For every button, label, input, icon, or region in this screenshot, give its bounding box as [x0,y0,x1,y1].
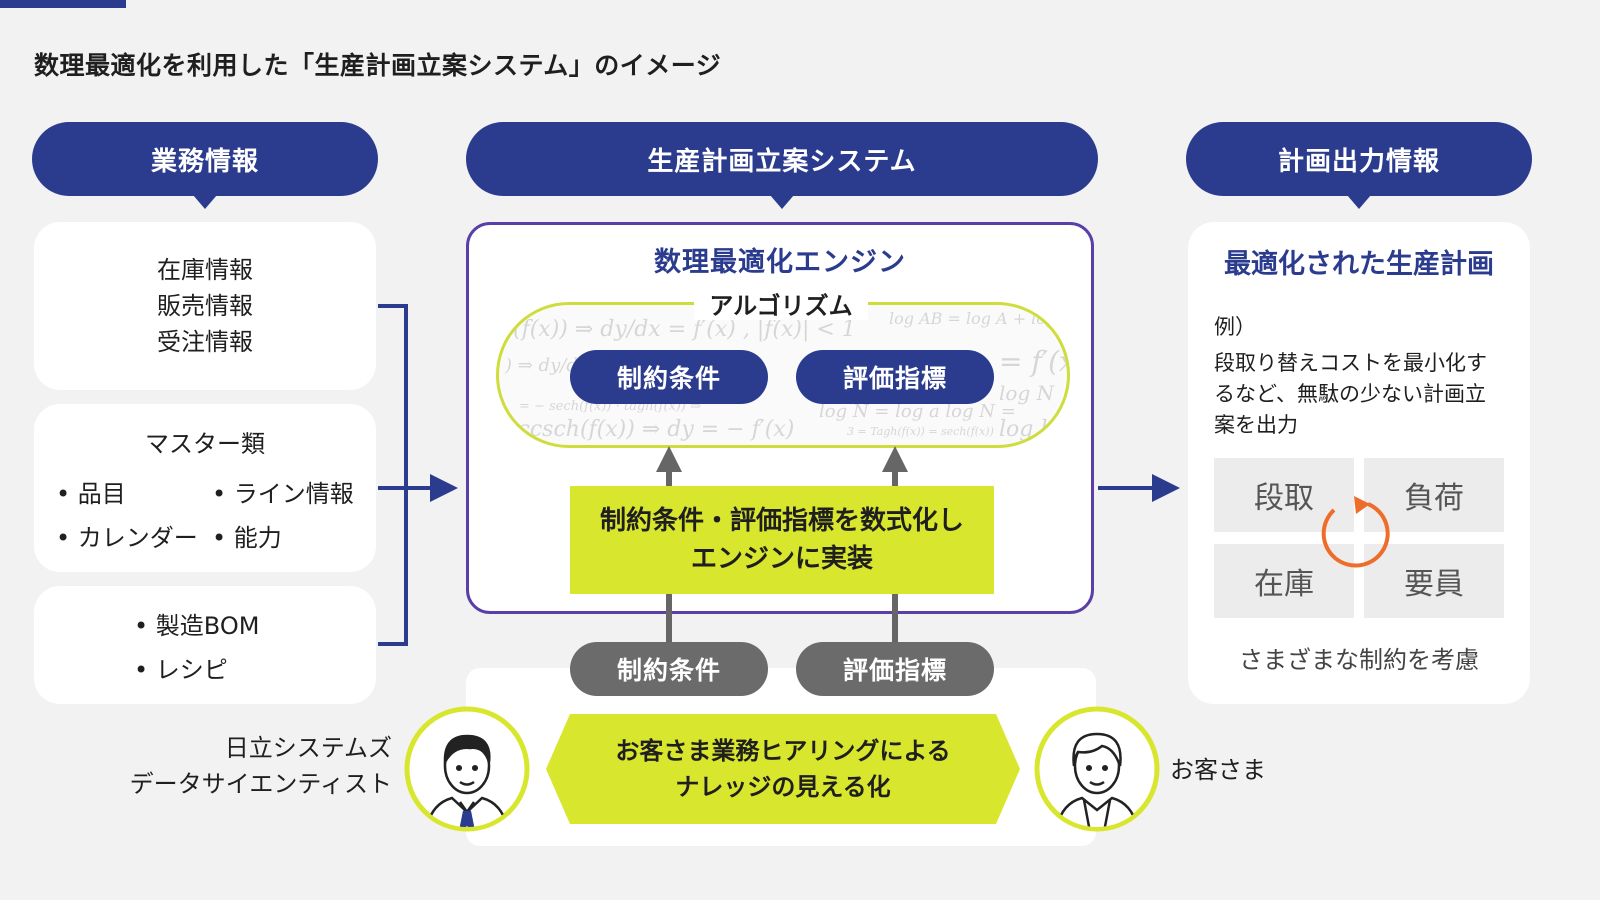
grid-staff: 要員 [1364,544,1504,618]
customer-avatar-icon [1034,706,1160,832]
system-header-label: 生産計画立案システム [647,146,917,177]
bom-item: 製造BOM [134,606,260,641]
page-title: 数理最適化を利用した「生産計画立案システム」のイメージ [34,51,722,80]
master-item-capacity: 能力 [212,518,282,553]
left-arrow-head-icon [430,474,458,502]
recipe-item: レシピ [134,650,228,685]
algorithm-label: アルゴリズム [694,286,868,320]
evaluation-pill: 評価指標 [796,350,994,404]
constraint-up-arrow-icon [656,446,682,472]
right-arrow-shaft [1098,486,1156,490]
scientist-label: 日立システムズ データサイエンティスト [129,734,392,798]
master-item-calendar: カレンダー [56,518,198,553]
left-arrow-shaft [378,486,434,490]
constraint-pill: 制約条件 [570,350,768,404]
output-description: 段取り替えコストを最小化す るなど、無駄の少ない計画立 案を出力 [1214,351,1487,437]
bottom-constraint-pill: 制約条件 [570,642,768,696]
top-accent-bar [0,0,126,8]
implementation-box: 制約条件・評価指標を数式化し エンジンに実装 [570,486,994,594]
master-card: マスター類 品目 ライン情報 カレンダー 能力 [34,404,376,572]
bottom-evaluation-pill: 評価指標 [796,642,994,696]
hearing-hexagon [546,714,1020,824]
bracket-vertical [404,304,408,646]
inventory-sales-card: 在庫情報 販売情報 受注情報 [34,222,376,390]
hearing-text: お客さま業務ヒアリングによる ナレッジの見える化 [615,737,951,801]
grid-setup: 段取 [1214,458,1354,532]
customer-label: お客さま [1170,756,1266,784]
grid-load: 負荷 [1364,458,1504,532]
evaluation-up-arrow-icon [882,446,908,472]
example-label: 例） [1214,315,1256,339]
master-title: マスター類 [145,430,265,458]
cycle-arrow-icon [1321,496,1390,568]
business-info-header: 業務情報 [32,122,378,209]
constraints-caption: さまざまな制約を考慮 [1239,646,1479,674]
engine-title: 数理最適化エンジン [654,247,906,278]
bom-card: 製造BOM レシピ [34,586,376,704]
implementation-line-2: エンジンに実装 [690,544,873,574]
output-header: 計画出力情報 [1186,122,1532,209]
bracket-bottom [378,642,408,646]
business-info-header-label: 業務情報 [150,146,259,177]
output-header-label: 計画出力情報 [1277,146,1440,177]
master-item-line-info: ライン情報 [212,474,354,509]
order-info: 受注情報 [157,328,253,356]
scientist-avatar-icon [404,706,530,832]
output-title: 最適化された生産計画 [1224,249,1494,280]
implementation-line-1: 制約条件・評価指標を数式化し [599,506,964,536]
bracket-top [378,304,408,308]
inventory-info: 在庫情報 [157,256,253,284]
system-header: 生産計画立案システム [466,122,1098,209]
sales-info: 販売情報 [157,292,253,320]
master-item-hinmoku: 品目 [56,474,126,509]
right-arrow-head-icon [1152,474,1180,502]
